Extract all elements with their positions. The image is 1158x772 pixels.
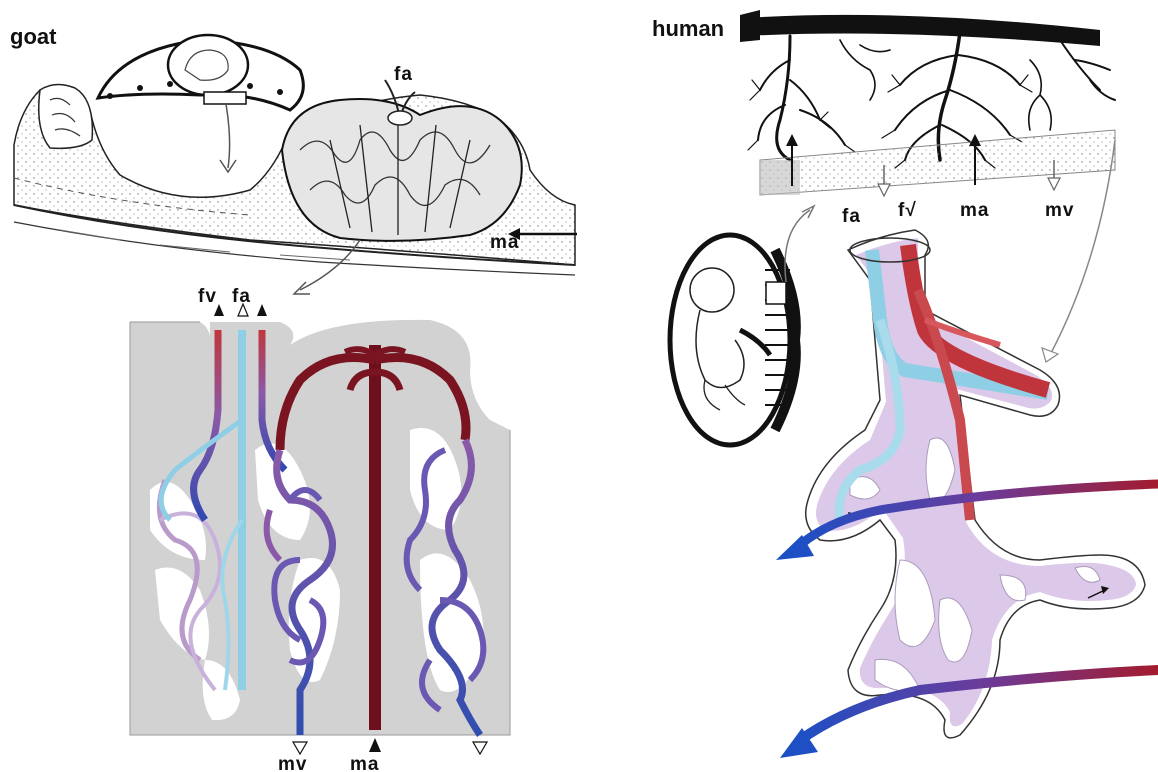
human-fa-label: fa — [842, 206, 861, 227]
goat-detail — [130, 304, 510, 754]
goat-ma-detail-label: ma — [350, 754, 379, 772]
goat-fa-label: fa — [394, 64, 413, 85]
human-fv-label: f√ — [898, 200, 917, 221]
human-chorionic-plate — [740, 10, 1100, 46]
goat-title: goat — [10, 24, 57, 49]
goat-small-cotyledon — [39, 84, 93, 148]
goat-fa-detail-label: fa — [232, 286, 251, 307]
human-panel: human — [652, 10, 1158, 758]
goat-fv-label: fv — [198, 286, 217, 307]
goat-fetal-sac — [98, 35, 303, 172]
goat-ma-label: ma — [490, 232, 519, 253]
goat-panel: goat — [10, 24, 577, 772]
human-mv-label: mv — [1045, 200, 1074, 221]
human-title: human — [652, 16, 724, 41]
human-ma-label: ma — [960, 200, 989, 221]
goat-mv-label: mv — [278, 754, 307, 772]
human-fetus-uterus — [670, 206, 814, 445]
